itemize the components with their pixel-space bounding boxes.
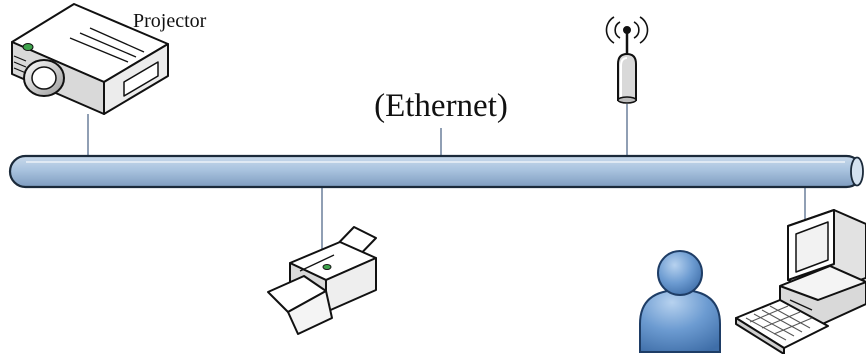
link-lines <box>87 104 806 253</box>
ethernet-label: (Ethernet) <box>374 88 508 124</box>
desktop-computer-icon <box>735 209 866 354</box>
projector-icon <box>11 3 169 115</box>
user-icon <box>639 250 721 353</box>
ethernet-bus-cable <box>8 154 864 189</box>
projector-label: Projector <box>133 10 207 32</box>
printer-icon <box>267 226 377 335</box>
wireless-access-point-icon <box>605 16 649 104</box>
